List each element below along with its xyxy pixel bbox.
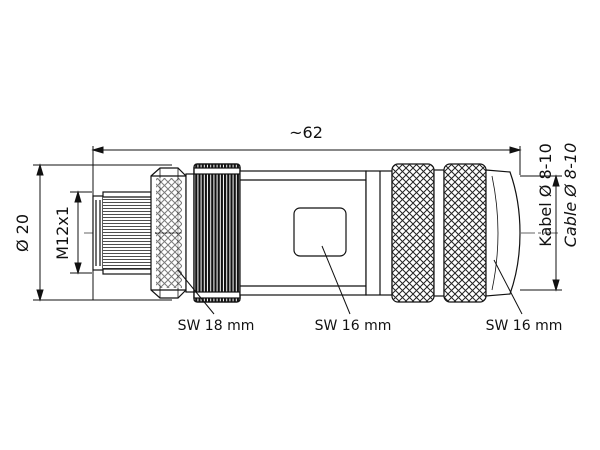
wrench-label-sw16-body: SW 16 mm <box>315 318 392 334</box>
cable-dimension <box>520 174 562 292</box>
cable-label-en: Cable Ø 8-10 <box>561 143 580 248</box>
length-label: ~62 <box>289 123 323 142</box>
diameter-dimension <box>33 163 172 302</box>
wrench-label-sw16-sleeve: SW 16 mm <box>486 318 563 334</box>
leader-lines <box>177 245 523 315</box>
cable-label-de: Kabel Ø 8-10 <box>536 143 555 247</box>
length-dimension <box>91 146 522 300</box>
wrench-label-sw18: SW 18 mm <box>178 318 255 334</box>
thread-label: M12x1 <box>53 206 72 260</box>
connector-body <box>92 163 521 303</box>
thread-dimension <box>70 190 92 275</box>
diameter-label: Ø 20 <box>13 214 32 252</box>
